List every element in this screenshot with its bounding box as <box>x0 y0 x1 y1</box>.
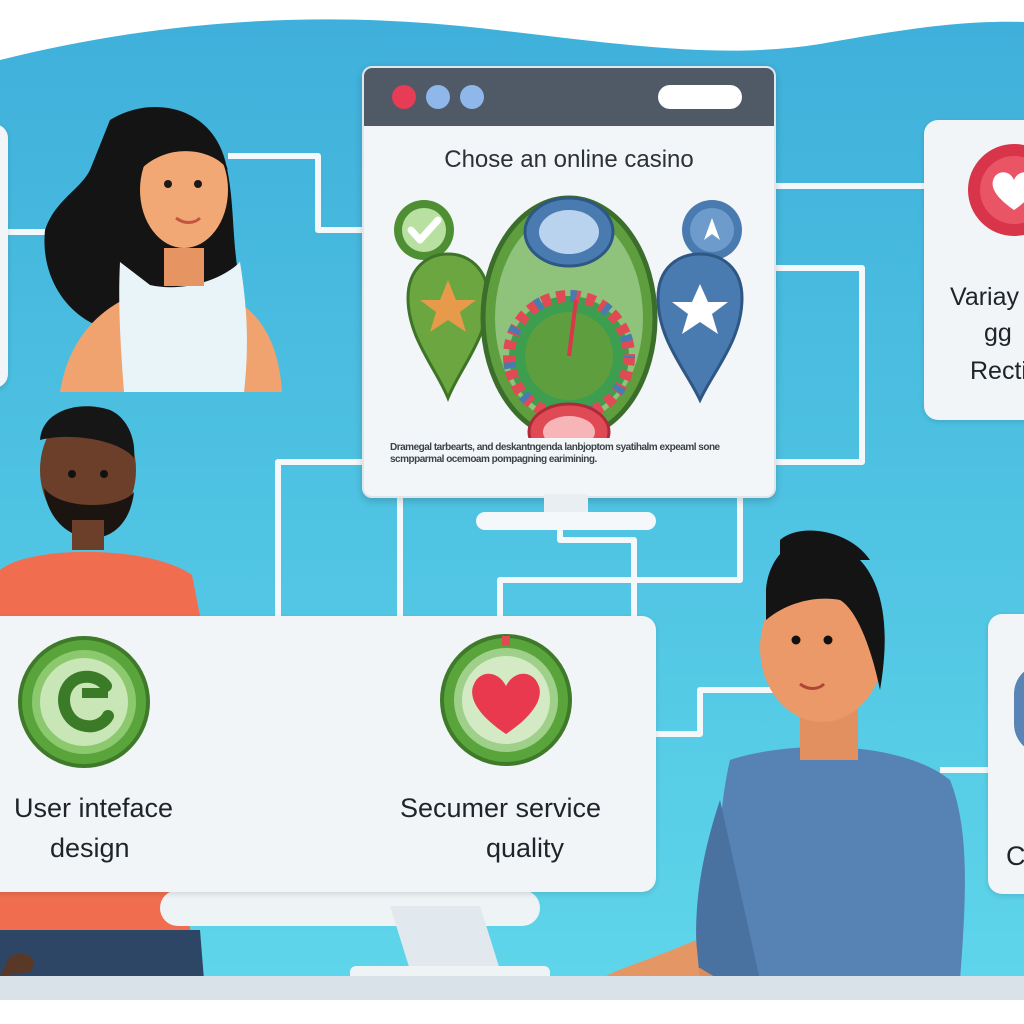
browser-heading: Chose an online casino <box>444 146 694 173</box>
heart-chip-icon <box>968 144 1024 236</box>
casino-browser-window: Chose an online casino <box>362 66 776 498</box>
roulette-wheel-icon <box>480 195 658 438</box>
service-quality-label-line2: quality <box>486 833 565 863</box>
variety-label-line1: Variay <box>950 283 1020 311</box>
right-edge-card: C <box>988 614 1024 894</box>
star-pin-icon-blue <box>656 252 744 404</box>
minimize-window-button[interactable] <box>426 85 450 109</box>
currency-chip-icon <box>18 636 150 768</box>
partial-chip-icon <box>1014 664 1024 754</box>
variety-card: Variay gg Rectiu <box>924 120 1024 420</box>
ui-design-label-line2: design <box>50 833 130 863</box>
casino-graphic <box>394 195 744 438</box>
check-badge-icon <box>394 200 454 260</box>
browser-fine-print: Dramegal tarbearts, and deskantngenda la… <box>390 442 720 465</box>
service-quality-label-line1: Secumer service <box>400 793 602 823</box>
address-bar[interactable] <box>658 85 742 109</box>
arrow-up-icon <box>682 200 742 260</box>
browser-titlebar <box>364 68 774 126</box>
maximize-window-button[interactable] <box>460 85 484 109</box>
ui-design-label-line1: User inteface <box>14 793 174 823</box>
variety-label-line3: Rectiu <box>970 357 1024 385</box>
close-window-button[interactable] <box>392 85 416 109</box>
browser-monitor-stand <box>476 494 656 530</box>
criteria-card: User inteface design Secumer service qua… <box>0 616 656 892</box>
variety-label-line2: gg <box>984 319 1012 347</box>
left-edge-card <box>0 124 8 388</box>
right-edge-label: C <box>1006 841 1024 871</box>
heart-chip-icon-green <box>440 634 572 766</box>
